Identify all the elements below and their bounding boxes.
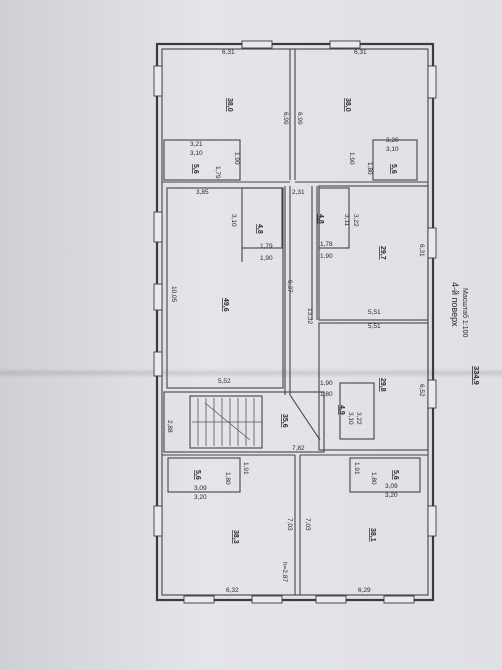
dimension-label: 1,90 xyxy=(260,255,273,262)
floor-title: 4-й поверх xyxy=(450,282,460,327)
dimension-label: 3,10 xyxy=(230,214,237,227)
dimension-label: 1,90 xyxy=(320,380,333,387)
room-area-label: 38,0 xyxy=(226,98,233,112)
dimension-label: 2,88 xyxy=(166,420,173,433)
inner-walls xyxy=(161,48,429,596)
dimension-label: 7,03 xyxy=(286,518,293,531)
room-area-label: 5,6 xyxy=(194,470,201,480)
dimension-label: 1,78 xyxy=(320,241,333,248)
dimension-label: 5,51 xyxy=(368,309,381,316)
dimension-label: 3,20 xyxy=(385,492,398,499)
dimension-label: 3,20 xyxy=(194,494,207,501)
dimension-label: 6,32 xyxy=(226,587,239,594)
dimension-label: h=2,87 xyxy=(281,562,288,582)
dimension-label: 3,10 xyxy=(190,150,203,157)
room-area-label: 35,6 xyxy=(281,414,288,428)
dimension-label: 6,29 xyxy=(358,587,371,594)
dimension-label: 3,20 xyxy=(386,137,399,144)
dimension-label: 6,99 xyxy=(296,112,303,125)
room-area-label: 49,6 xyxy=(222,298,229,312)
room-area-label: 4,9 xyxy=(338,405,345,415)
dimension-label: 1,80 xyxy=(370,472,377,485)
dimension-label: 6,31 xyxy=(354,49,367,56)
dimension-label: 1,90 xyxy=(233,152,240,165)
dimension-label: 5,51 xyxy=(368,323,381,330)
dimension-label: 3,09 xyxy=(385,483,398,490)
room-area-label: 5,6 xyxy=(392,470,399,480)
dimension-label: 3,09 xyxy=(194,485,207,492)
dimension-labels: 6,31 6,31 6,99 6,99 3,21 3,10 1,90 1,79 … xyxy=(166,49,425,594)
dimension-label: 1,90 xyxy=(348,152,355,165)
dimension-label: 1,80 xyxy=(320,391,333,398)
room-area-label: 5,6 xyxy=(192,164,199,174)
dimension-label: 1,79 xyxy=(214,166,221,179)
room-areas: 38,0 38,0 5,6 5,6 4,8 4,8 49,6 29,7 29,8… xyxy=(192,98,399,544)
dimension-label: 13,32 xyxy=(306,308,313,325)
dimension-label: 6,31 xyxy=(222,49,235,56)
dimension-label: 3,10 xyxy=(386,146,399,153)
title-block: 4-й поверх Масштаб 1:100 334,9 xyxy=(450,282,481,385)
total-area: 334,9 xyxy=(472,366,481,385)
dimension-label: 3,85 xyxy=(196,189,209,196)
scale-label: Масштаб 1:100 xyxy=(461,288,469,338)
room-area-label: 4,8 xyxy=(256,224,263,234)
room-area-label: 5,6 xyxy=(390,164,397,174)
room-area-label: 38,0 xyxy=(344,98,351,112)
dimension-label: 7,82 xyxy=(292,445,305,452)
dimension-label: 2,31 xyxy=(292,189,305,196)
dimension-label: 1,91 xyxy=(353,462,360,475)
windows xyxy=(153,40,437,604)
dimension-label: 6,31 xyxy=(418,244,425,257)
room-area-label: 38,1 xyxy=(369,528,376,542)
dimension-label: 1,80 xyxy=(366,162,373,175)
dimension-label: 3,10 xyxy=(347,412,354,425)
dimension-label: 1,80 xyxy=(224,472,231,485)
dimension-label: 5,52 xyxy=(218,378,231,385)
dimension-label: 1,79 xyxy=(260,243,273,250)
dimension-label: 6,52 xyxy=(418,384,425,397)
paper-fold xyxy=(0,368,502,378)
dimension-label: 6,99 xyxy=(282,112,289,125)
room-area-label: 29,7 xyxy=(379,246,386,260)
dimension-label: 3,22 xyxy=(355,412,362,425)
room-area-label: 38,3 xyxy=(232,530,239,544)
dimension-label: 1,90 xyxy=(320,253,333,260)
dimension-label: 9,37 xyxy=(286,280,293,293)
outer-walls xyxy=(155,42,435,602)
room-area-label: 4,8 xyxy=(317,214,324,224)
dimension-label: 7,03 xyxy=(304,518,311,531)
dimension-label: 3,22 xyxy=(352,214,359,227)
dimension-label: 1,91 xyxy=(242,462,249,475)
dimension-label: 3,11 xyxy=(343,214,350,227)
dimension-label: 3,21 xyxy=(190,141,203,148)
dimension-label: 10,05 xyxy=(170,286,177,303)
room-area-label: 29,8 xyxy=(379,378,386,392)
stair-treads xyxy=(192,398,262,446)
